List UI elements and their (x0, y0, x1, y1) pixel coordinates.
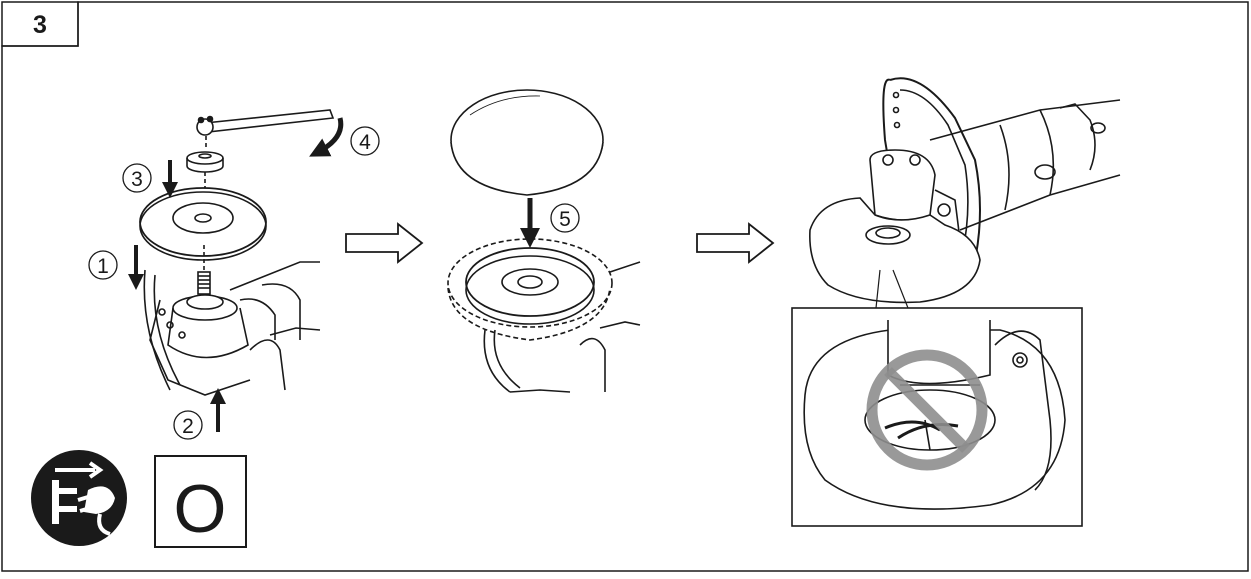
callout-2-label: 2 (182, 415, 194, 438)
unplug-power-icon (31, 450, 127, 546)
prohibited-icon (866, 349, 988, 471)
bonnet-installed (809, 197, 981, 304)
callout-4-label: 4 (359, 131, 371, 154)
gear-head (143, 261, 321, 396)
flange-nut (186, 151, 224, 173)
wool-bonnet (450, 89, 604, 196)
panel-1-disassembly (139, 109, 335, 396)
callout-2: 2 (173, 410, 203, 440)
backing-pad (139, 187, 267, 261)
panel-3-assembled-polisher (809, 77, 1121, 309)
step-tab-border (1, 1, 79, 47)
callout-1-label: 1 (97, 255, 109, 278)
callout-1: 1 (88, 250, 118, 280)
switch-off-symbol: O (174, 471, 227, 547)
callout-3: 3 (122, 163, 152, 193)
callout-5: 5 (550, 203, 580, 233)
right-arrow-icon-1 (345, 222, 424, 264)
detail-box (791, 307, 1083, 527)
step-number: 3 (33, 11, 47, 39)
callout-3-label: 3 (131, 168, 143, 191)
bonnet-outline-dashed (447, 238, 613, 328)
spindle (197, 271, 211, 295)
motor-housing (929, 99, 1121, 231)
panel-2-attach-bonnet (447, 89, 641, 393)
spanner-wrench (196, 109, 335, 136)
backing-pad-installed (465, 247, 595, 325)
callout-4: 4 (350, 126, 380, 156)
tool-body-2 (483, 261, 641, 393)
switch-off-icon: O (154, 455, 247, 548)
right-arrow-icon-2 (696, 222, 775, 264)
arrow-callout-4 (309, 117, 344, 157)
callout-5-label: 5 (559, 208, 571, 231)
